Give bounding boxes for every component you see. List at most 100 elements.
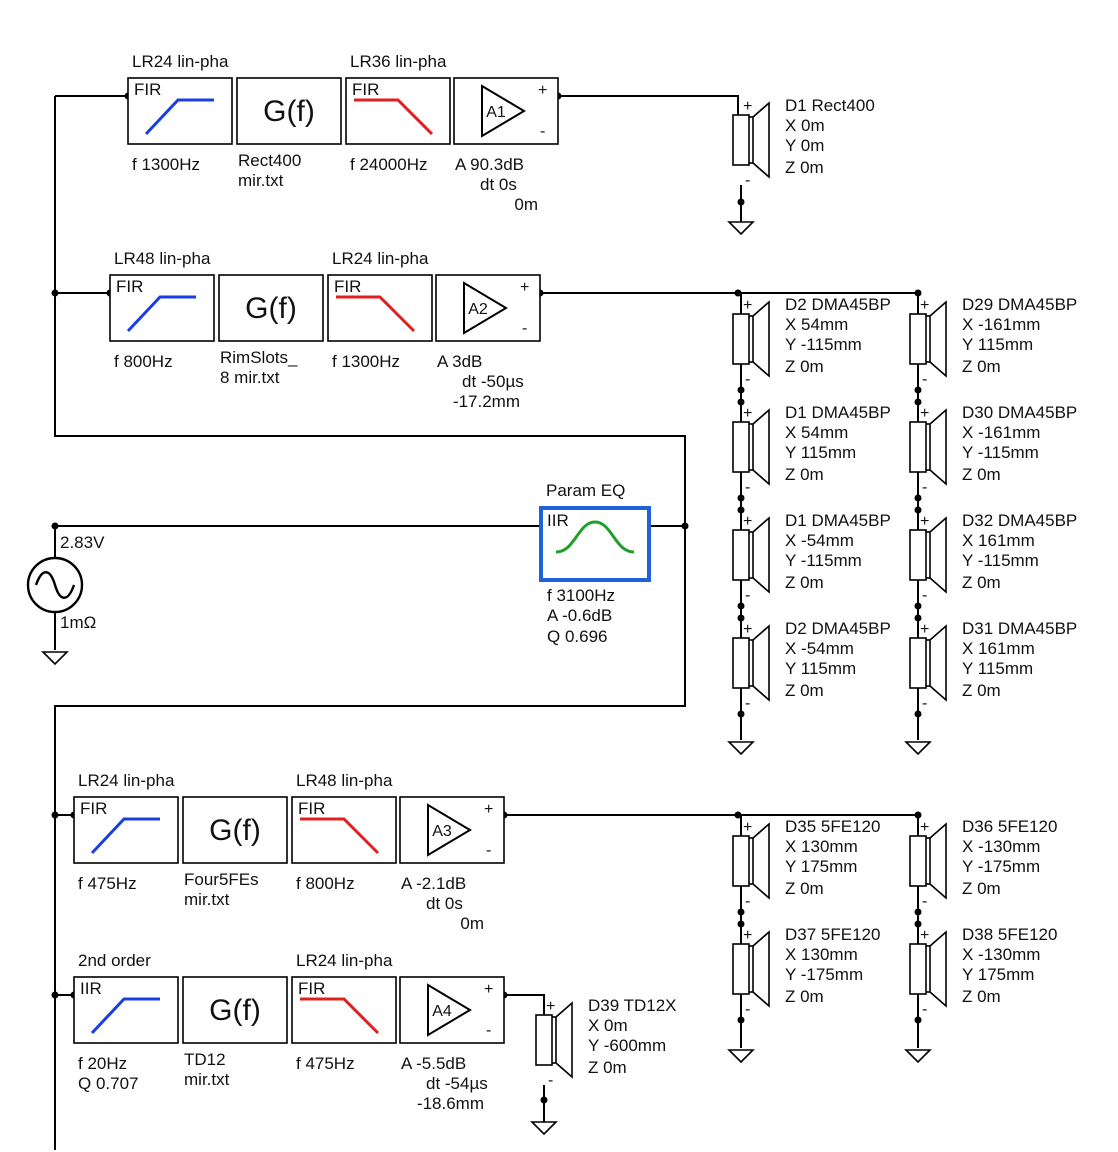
junction-dot bbox=[734, 811, 742, 819]
filter-kind-label: FIR bbox=[352, 80, 379, 99]
amplifier-block[interactable]: A4+- bbox=[399, 976, 505, 1044]
speaker-cone-icon bbox=[752, 516, 770, 594]
highpass-filter-block[interactable]: IIR bbox=[73, 976, 179, 1044]
lowpass-title: LR24 lin-pha bbox=[332, 249, 429, 268]
driver-name: D30 DMA45BP bbox=[962, 403, 1077, 422]
junction-dot bbox=[734, 289, 742, 297]
transfer-file-name: Four5FEs bbox=[184, 870, 259, 889]
highpass-filter-block[interactable]: FIR bbox=[109, 274, 215, 342]
plus-sign: + bbox=[484, 981, 493, 998]
amp-distance: -18.6mm bbox=[417, 1094, 484, 1113]
transfer-function-label: G(f) bbox=[209, 814, 261, 847]
amp-delay: dt -54µs bbox=[426, 1074, 488, 1093]
driver-z: Z 0m bbox=[785, 158, 824, 177]
ground-icon bbox=[727, 741, 755, 756]
transfer-function-block[interactable]: G(f) bbox=[182, 796, 288, 864]
amplifier-triangle-icon bbox=[463, 281, 508, 335]
highpass-filter-block[interactable]: FIR bbox=[73, 796, 179, 864]
speaker-cone-icon bbox=[929, 300, 947, 378]
plus-sign: + bbox=[546, 998, 555, 1015]
transfer-function-block[interactable]: G(f) bbox=[236, 77, 342, 145]
minus-sign: - bbox=[486, 1022, 491, 1039]
transfer-file-name: RimSlots_ bbox=[220, 348, 298, 367]
junction-dot bbox=[914, 506, 922, 514]
minus-sign: - bbox=[745, 371, 750, 388]
driver-z: Z 0m bbox=[785, 681, 824, 700]
plus-sign: + bbox=[743, 297, 752, 314]
ground-triangle bbox=[41, 651, 69, 666]
driver-body bbox=[732, 637, 750, 689]
wires bbox=[51, 92, 922, 1150]
amplifier-block[interactable]: A2+- bbox=[435, 274, 541, 342]
speaker-cone-icon bbox=[929, 408, 947, 486]
highpass-title: LR24 lin-pha bbox=[132, 52, 229, 71]
ground-icon bbox=[41, 651, 69, 666]
amplifier-block[interactable]: A1+- bbox=[453, 77, 559, 145]
plus-sign: + bbox=[743, 927, 752, 944]
plus-sign: + bbox=[743, 405, 752, 422]
junction-dot bbox=[914, 602, 922, 610]
minus-sign: - bbox=[922, 695, 927, 712]
amplifier-triangle-icon bbox=[427, 803, 472, 857]
junction-dot bbox=[914, 614, 922, 622]
filter-kind-label: FIR bbox=[298, 799, 325, 818]
lowpass-curve-icon bbox=[300, 817, 380, 855]
filter-kind-label: FIR bbox=[334, 277, 361, 296]
amplifier-block[interactable]: A3+- bbox=[399, 796, 505, 864]
driver-name: D37 5FE120 bbox=[785, 925, 880, 944]
highpass-frequency: f 20Hz bbox=[78, 1054, 127, 1073]
ground-triangle bbox=[904, 741, 932, 756]
speaker-cone-icon bbox=[752, 300, 770, 378]
highpass-title: LR24 lin-pha bbox=[78, 771, 175, 790]
driver-z: Z 0m bbox=[962, 573, 1001, 592]
driver-x: X 130mm bbox=[785, 837, 858, 856]
plus-sign: + bbox=[484, 801, 493, 818]
lowpass-frequency: f 24000Hz bbox=[350, 155, 428, 174]
plus-sign: + bbox=[920, 819, 929, 836]
transfer-function-block[interactable]: G(f) bbox=[182, 976, 288, 1044]
driver-body bbox=[732, 529, 750, 581]
highpass-filter-block[interactable]: FIR bbox=[127, 77, 233, 145]
highpass-title: 2nd order bbox=[78, 951, 151, 970]
speaker-cone-icon bbox=[752, 930, 770, 1008]
driver-y: Y 115mm bbox=[785, 443, 856, 462]
lowpass-filter-block[interactable]: FIR bbox=[327, 274, 433, 342]
driver-y: Y 175mm bbox=[962, 965, 1034, 984]
transfer-function-block[interactable]: G(f) bbox=[218, 274, 324, 342]
eq-frequency: f 3100Hz bbox=[547, 586, 615, 605]
amp-delay: dt 0s bbox=[426, 894, 463, 913]
junction-dot bbox=[737, 506, 745, 514]
driver-y: Y 115mm bbox=[962, 659, 1033, 678]
filter-kind-label: FIR bbox=[298, 979, 325, 998]
minus-sign: - bbox=[745, 479, 750, 496]
ground-icon bbox=[530, 1121, 558, 1136]
lowpass-filter-block[interactable]: FIR bbox=[291, 976, 397, 1044]
driver-name: D38 5FE120 bbox=[962, 925, 1057, 944]
driver-z: Z 0m bbox=[785, 465, 824, 484]
driver-y: Y 115mm bbox=[785, 659, 856, 678]
speaker-cone-icon bbox=[752, 822, 770, 900]
lowpass-filter-block[interactable]: FIR bbox=[345, 77, 451, 145]
junction-dot bbox=[737, 602, 745, 610]
wire bbox=[54, 96, 686, 526]
ground-triangle bbox=[727, 1049, 755, 1064]
lowpass-curve-icon bbox=[354, 98, 434, 136]
lowpass-filter-block[interactable]: FIR bbox=[291, 796, 397, 864]
